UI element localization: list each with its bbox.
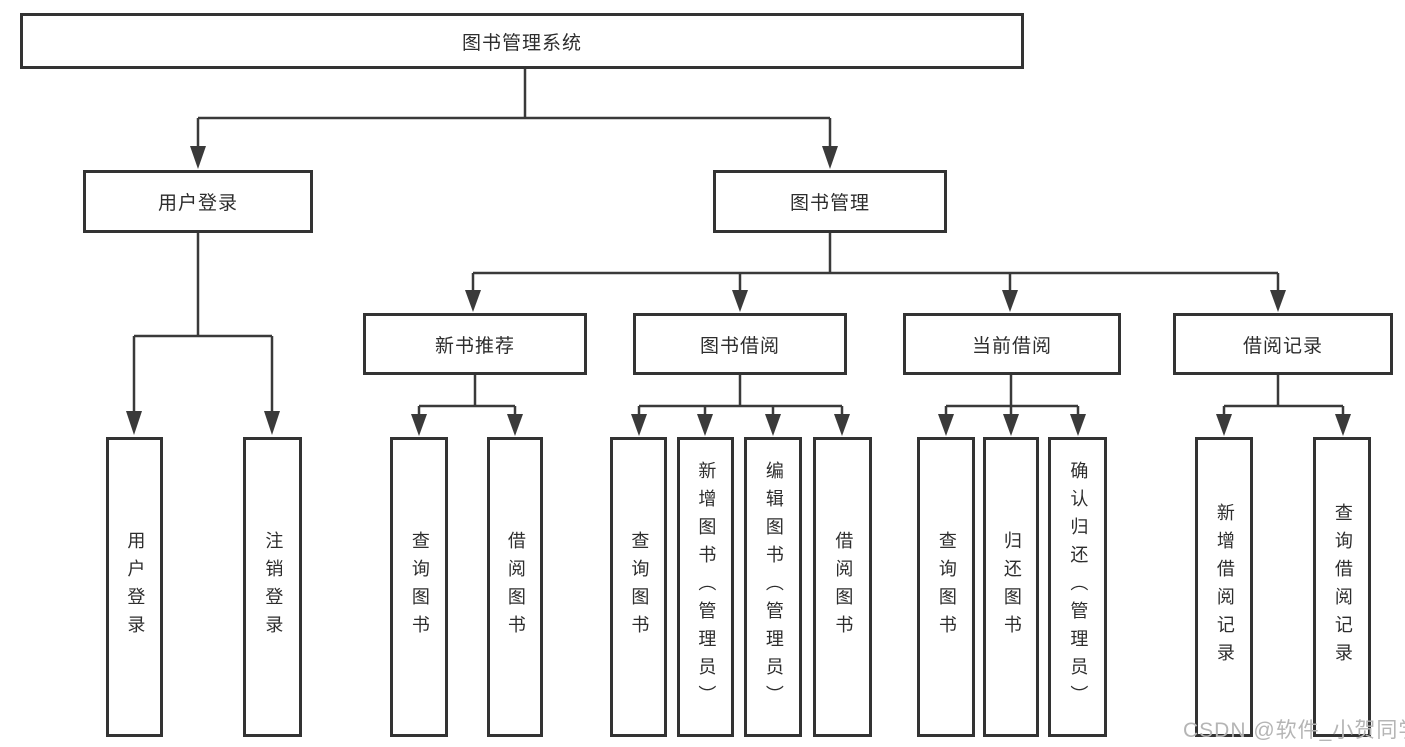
arrowhead: [1002, 290, 1018, 312]
node-label: 查询借阅记录: [1332, 503, 1353, 671]
node-borrow-books-borrowing: 借阅图书: [813, 437, 872, 737]
arrowhead: [1003, 414, 1019, 436]
node-query-borrow-record: 查询借阅记录: [1313, 437, 1371, 737]
arrowhead: [264, 411, 280, 435]
node-label: 当前借阅: [971, 335, 1052, 357]
node-label: 借阅图书: [833, 531, 854, 643]
node-logout: 注销登录: [243, 437, 302, 737]
node-edit-books-admin: 编辑图书（管理员）: [744, 437, 802, 737]
arrowhead: [411, 414, 427, 436]
arrowhead: [1270, 290, 1286, 312]
node-add-books-admin: 新增图书（管理员）: [677, 437, 734, 737]
node-borrowing-records: 借阅记录: [1173, 313, 1393, 375]
node-query-books-current: 查询图书: [917, 437, 975, 737]
arrowhead: [631, 414, 647, 436]
edge-book-borrow-to-children: [637, 374, 844, 415]
arrowhead: [938, 414, 954, 436]
node-label: 图书管理: [789, 193, 870, 214]
node-user-login-leaf: 用户登录: [106, 437, 163, 737]
arrowhead: [1216, 414, 1232, 436]
arrowhead: [190, 146, 206, 169]
edge-current-borrow-to-children: [944, 374, 1080, 415]
node-label: 新书推荐: [434, 335, 515, 357]
node-new-book-recommend: 新书推荐: [363, 313, 587, 375]
node-label: 图书借阅: [699, 335, 780, 357]
edge-borrow-records-to-children: [1222, 374, 1345, 415]
node-return-books: 归还图书: [983, 437, 1039, 737]
node-label: 查询图书: [936, 531, 957, 643]
node-book-borrowing: 图书借阅: [633, 313, 847, 375]
arrowhead: [822, 146, 838, 169]
node-add-borrow-record: 新增借阅记录: [1195, 437, 1253, 737]
node-label: 图书管理系统: [461, 32, 582, 54]
node-label: 查询图书: [409, 531, 430, 643]
arrowhead: [732, 290, 748, 312]
arrowhead: [697, 414, 713, 436]
node-library-system: 图书管理系统: [20, 13, 1024, 69]
arrowhead: [507, 414, 523, 436]
node-label: 编辑图书（管理员）: [763, 461, 784, 713]
node-label: 借阅记录: [1242, 335, 1323, 357]
node-label: 确认归还（管理员）: [1068, 461, 1089, 713]
arrowhead: [1335, 414, 1351, 436]
node-book-management: 图书管理: [713, 170, 947, 233]
node-query-books-recommend: 查询图书: [390, 437, 448, 737]
node-current-borrowing: 当前借阅: [903, 313, 1121, 375]
node-label: 归还图书: [1001, 531, 1022, 643]
edge-new-book-rec-to-children: [417, 375, 517, 415]
node-label: 查询图书: [629, 531, 650, 643]
csdn-watermark: CSDN @软件_小贺同学: [1183, 719, 1405, 742]
node-borrow-books-recommend: 借阅图书: [487, 437, 543, 737]
arrowhead: [465, 290, 481, 312]
edge-book-mgmt-to-level3: [471, 233, 1280, 291]
arrowhead: [834, 414, 850, 436]
edge-user-login-to-children: [132, 233, 274, 412]
edge-root-to-level2: [196, 69, 832, 147]
node-label: 用户登录: [157, 193, 238, 214]
arrowhead: [126, 411, 142, 435]
node-label: 用户登录: [125, 531, 146, 643]
node-label: 借阅图书: [505, 531, 526, 643]
arrowhead: [1070, 414, 1086, 436]
node-confirm-return-admin: 确认归还（管理员）: [1048, 437, 1107, 737]
arrowhead: [765, 414, 781, 436]
node-label: 注销登录: [263, 531, 284, 643]
node-label: 新增图书（管理员）: [696, 461, 717, 713]
node-label: 新增借阅记录: [1214, 503, 1235, 671]
node-query-books-borrowing: 查询图书: [610, 437, 667, 737]
node-user-login: 用户登录: [83, 170, 313, 233]
